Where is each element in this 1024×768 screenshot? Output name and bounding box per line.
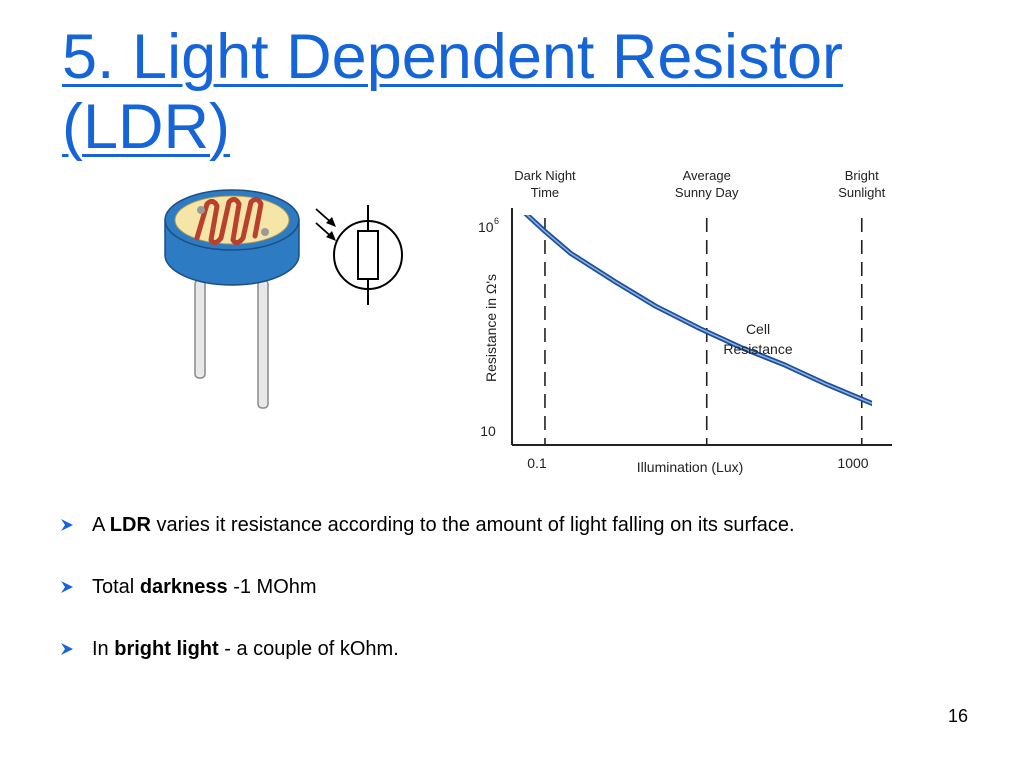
bullet-text-after: varies it resistance according to the am… — [150, 514, 795, 536]
light-arrows-icon — [315, 208, 336, 241]
bullet-text-before: A — [92, 514, 110, 536]
title-line-1: 5. Light Dependent Resistor — [62, 22, 843, 92]
x-tick-label-right: 1000 — [837, 455, 868, 471]
bullet-item: In bright light - a couple of kOhm. — [60, 634, 795, 696]
bullet-text-before: In — [92, 638, 115, 660]
x-tick-label-left: 0.1 — [527, 455, 547, 471]
series-line-highlight — [526, 215, 872, 405]
ldr-lead-right — [257, 279, 269, 409]
bullet-text-bold: LDR — [109, 514, 151, 536]
ldr-lead-left — [194, 279, 206, 379]
ldr-contact-left — [197, 206, 205, 214]
series-label: Resistance — [723, 341, 792, 357]
x-axis-label: Illumination (Lux) — [637, 459, 744, 475]
y-axis-label: Resistance in Ω's — [483, 274, 499, 382]
series-line-cell-resistance — [523, 215, 872, 407]
annotation-label: Average — [683, 168, 731, 183]
ldr-serpentine-track — [194, 196, 264, 246]
arrow-bullet-icon — [61, 643, 73, 655]
slide-title: 5. Light Dependent Resistor (LDR) — [62, 22, 962, 162]
annotation-label: Sunlight — [838, 185, 885, 200]
bullet-text-bold: darkness — [139, 576, 228, 598]
bullet-item: A LDR varies it resistance according to … — [60, 510, 795, 572]
y-tick-label-top: 10 — [478, 219, 494, 235]
annotation-label: Bright — [845, 168, 879, 183]
bullet-text-after: - a couple of kOhm. — [218, 638, 399, 660]
ldr-symbol-resistor — [357, 230, 379, 280]
y-tick-label-top-exponent: 6 — [494, 216, 499, 226]
bullet-item: Total darkness -1 MOhm — [60, 572, 795, 634]
ldr-component-illustration — [164, 189, 300, 409]
annotation-label: Time — [531, 185, 559, 200]
series-label: Cell — [746, 321, 770, 337]
ldr-circuit-symbol — [315, 205, 403, 305]
ldr-contact-right — [261, 228, 269, 236]
bullet-text-before: Total — [92, 576, 140, 598]
bullet-text-after: -1 MOhm — [227, 576, 317, 598]
page-number: 16 — [947, 706, 968, 726]
arrow-bullet-icon — [61, 581, 73, 593]
bullet-text-bold: bright light — [114, 638, 219, 660]
series-group — [523, 215, 872, 407]
bullet-list: A LDR varies it resistance according to … — [60, 510, 795, 696]
annotation-label: Dark Night — [514, 168, 576, 183]
arrow-bullet-icon — [61, 519, 73, 531]
annotation-label: Sunny Day — [675, 185, 739, 200]
y-tick-label-bottom: 10 — [480, 423, 496, 439]
title-line-2: (LDR) — [62, 92, 230, 162]
